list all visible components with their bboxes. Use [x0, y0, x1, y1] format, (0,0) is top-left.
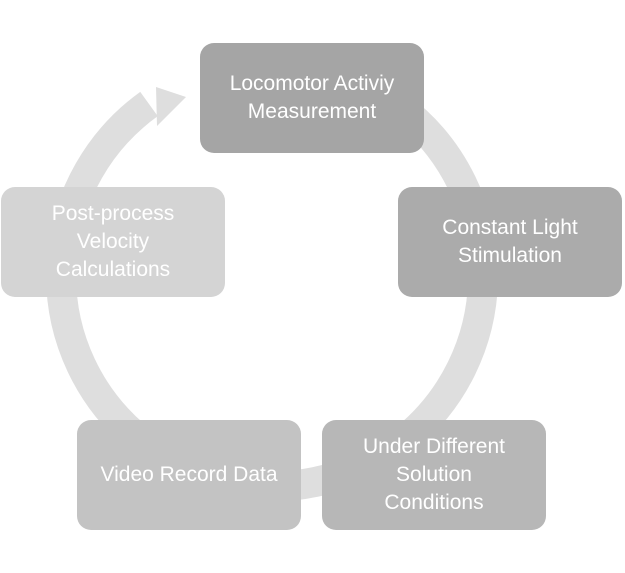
step-label: Video Record Data — [100, 463, 278, 486]
step-post-process-velocity-calculations: Post-process Velocity Calculations — [1, 187, 225, 297]
step-label: Locomotor Activiy Measurement — [229, 72, 395, 123]
step-label: Constant Light Stimulation — [442, 216, 578, 267]
step-label: Under Different Solution Conditions — [362, 435, 506, 514]
step-video-record-data: Video Record Data — [77, 420, 301, 530]
step-label: Post-process Velocity Calculations — [51, 202, 175, 281]
cycle-arrow-head — [156, 87, 186, 126]
step-under-different-solution-conditions: Under Different Solution Conditions — [322, 420, 546, 530]
step-locomotor-activity-measurement: Locomotor Activiy Measurement — [200, 43, 424, 153]
step-constant-light-stimulation: Constant Light Stimulation — [398, 187, 622, 297]
